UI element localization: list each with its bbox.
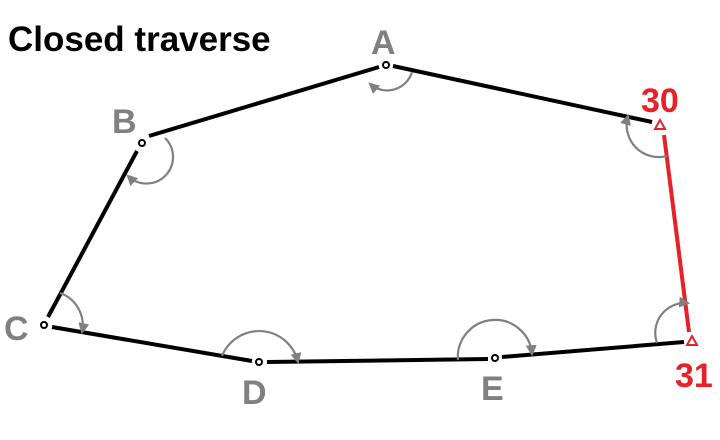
diagram-title: Closed traverse <box>8 20 271 59</box>
station-label-E: E <box>481 370 504 408</box>
control-marker-31-triangle-icon[interactable] <box>685 333 699 346</box>
station-markers <box>40 61 499 366</box>
station-marker-E[interactable] <box>491 354 499 362</box>
angle-arrow-30 <box>620 113 668 159</box>
leg-D-E <box>266 357 489 364</box>
station-marker-A[interactable] <box>382 61 390 69</box>
angle-arrow-E <box>456 318 537 361</box>
angle-arrow-A <box>368 71 414 94</box>
angle-arrows <box>59 71 691 365</box>
station-label-A: A <box>371 24 396 62</box>
angle-arrow-D <box>220 330 302 365</box>
angle-arrow-C <box>59 291 90 335</box>
station-marker-C[interactable] <box>40 321 48 329</box>
control-label-31: 31 <box>675 357 713 395</box>
angle-arrow-31 <box>654 296 691 344</box>
station-marker-B[interactable] <box>138 139 146 147</box>
leg-30-A <box>392 64 653 124</box>
control-markers <box>653 117 699 346</box>
station-marker-D[interactable] <box>255 358 263 366</box>
station-label-C: C <box>4 310 29 348</box>
control-label-30: 30 <box>641 82 679 120</box>
leg-A-B <box>148 65 380 138</box>
angle-arrow-B <box>126 137 175 187</box>
station-label-B: B <box>112 103 137 141</box>
station-label-D: D <box>242 374 267 412</box>
control-marker-30-triangle-icon[interactable] <box>653 117 667 130</box>
leg-B-C <box>46 150 139 318</box>
traverse-legs <box>46 64 685 364</box>
